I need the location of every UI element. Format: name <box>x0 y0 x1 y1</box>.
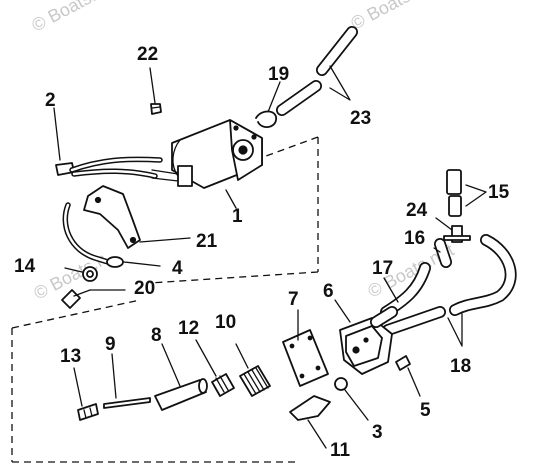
wire-harness-2 <box>53 107 163 179</box>
dashed-enclosure <box>11 136 319 463</box>
ground-wire-4 <box>62 202 161 268</box>
tee-connector-24 <box>435 217 471 243</box>
hose-23 <box>276 26 358 116</box>
solenoid-body <box>151 119 263 189</box>
callout-12: 12 <box>178 318 199 339</box>
callout-1: 1 <box>232 206 243 227</box>
callout-17: 17 <box>372 258 393 279</box>
fittings-15 <box>446 169 487 217</box>
hose-16 <box>433 238 452 268</box>
plunger-8 <box>154 343 208 411</box>
callout-22: 22 <box>137 44 158 65</box>
leader-lines <box>225 189 237 209</box>
callout-23: 23 <box>350 108 371 129</box>
callout-2: 2 <box>45 90 56 111</box>
bracket-21 <box>83 185 191 249</box>
callout-11: 11 <box>330 440 351 461</box>
callout-10: 10 <box>215 312 236 333</box>
callout-5: 5 <box>420 400 431 421</box>
callout-3: 3 <box>372 422 383 443</box>
watermark-right-top: © Boats.n <box>347 0 426 34</box>
callout-6: 6 <box>323 281 334 302</box>
fuel-pump-6 <box>334 299 398 375</box>
screw-13 <box>73 367 99 421</box>
screw-20 <box>61 289 126 309</box>
callout-15: 15 <box>488 182 510 203</box>
screw-5 <box>395 355 421 397</box>
pin-9 <box>103 353 151 409</box>
callout-9: 9 <box>105 334 116 355</box>
oring-3 <box>334 377 369 421</box>
filter-11 <box>289 395 331 449</box>
callout-16: 16 <box>404 228 425 249</box>
callout-18: 18 <box>450 356 471 377</box>
callout-14: 14 <box>14 256 36 277</box>
callout-19: 19 <box>268 64 289 85</box>
callout-13: 13 <box>60 346 81 367</box>
callout-21: 21 <box>196 231 218 252</box>
lockwasher-14 <box>64 266 98 282</box>
diaphragm-7 <box>282 309 329 387</box>
callout-7: 7 <box>288 289 299 310</box>
clip-19 <box>255 81 281 128</box>
screw-22 <box>149 67 162 115</box>
callout-4: 4 <box>172 258 183 279</box>
callout-24: 24 <box>406 200 428 221</box>
spring-12 <box>195 339 235 397</box>
callout-20: 20 <box>134 278 155 299</box>
watermark-top: © Boats.n <box>28 0 107 36</box>
spring-10 <box>235 343 271 397</box>
callout-8: 8 <box>151 325 162 346</box>
hose-18 <box>382 234 517 347</box>
